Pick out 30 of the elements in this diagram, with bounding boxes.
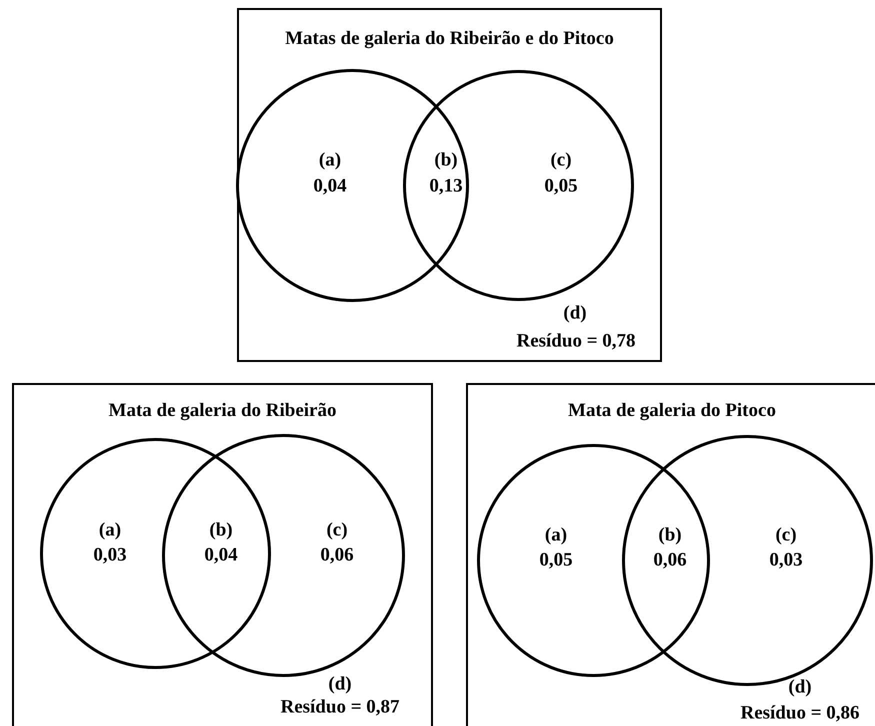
- region-label: (b): [434, 150, 458, 170]
- panel-title: Matas de galeria do Ribeirão e do Pitoco: [284, 28, 615, 50]
- diagram-panel: [237, 8, 662, 362]
- region-label: (b): [658, 526, 682, 544]
- region-label: (a): [318, 150, 342, 170]
- panel-title: Mata de galeria do Pitoco: [567, 400, 777, 422]
- region-label: (c): [775, 526, 797, 544]
- region-value: 0,04: [313, 176, 347, 196]
- region-label: (c): [326, 520, 348, 540]
- region-value: 0,05: [544, 176, 578, 196]
- region-value: 0,06: [653, 550, 687, 570]
- region-value: 0,03: [93, 546, 127, 564]
- diagram-panel: [466, 383, 875, 726]
- residual-value: Resíduo = 0,78: [516, 332, 636, 350]
- residual-value: Resíduo = 0,87: [280, 698, 400, 716]
- region-value: 0,05: [539, 550, 573, 570]
- diagram-panel: [12, 383, 433, 726]
- region-label: (c): [550, 150, 572, 170]
- region-label: (b): [209, 520, 233, 540]
- region-value: 0,13: [429, 176, 463, 196]
- region-label: (a): [544, 526, 568, 544]
- region-value: 0,04: [204, 546, 238, 564]
- residual-value: Resíduo = 0,86: [740, 704, 860, 722]
- region-label: (d): [563, 304, 587, 322]
- region-value: 0,03: [769, 550, 803, 570]
- region-label: (d): [328, 674, 352, 694]
- region-label: (a): [98, 520, 122, 540]
- panel-title: Mata de galeria do Ribeirão: [108, 400, 338, 422]
- region-label: (d): [788, 678, 812, 696]
- region-value: 0,06: [320, 546, 354, 564]
